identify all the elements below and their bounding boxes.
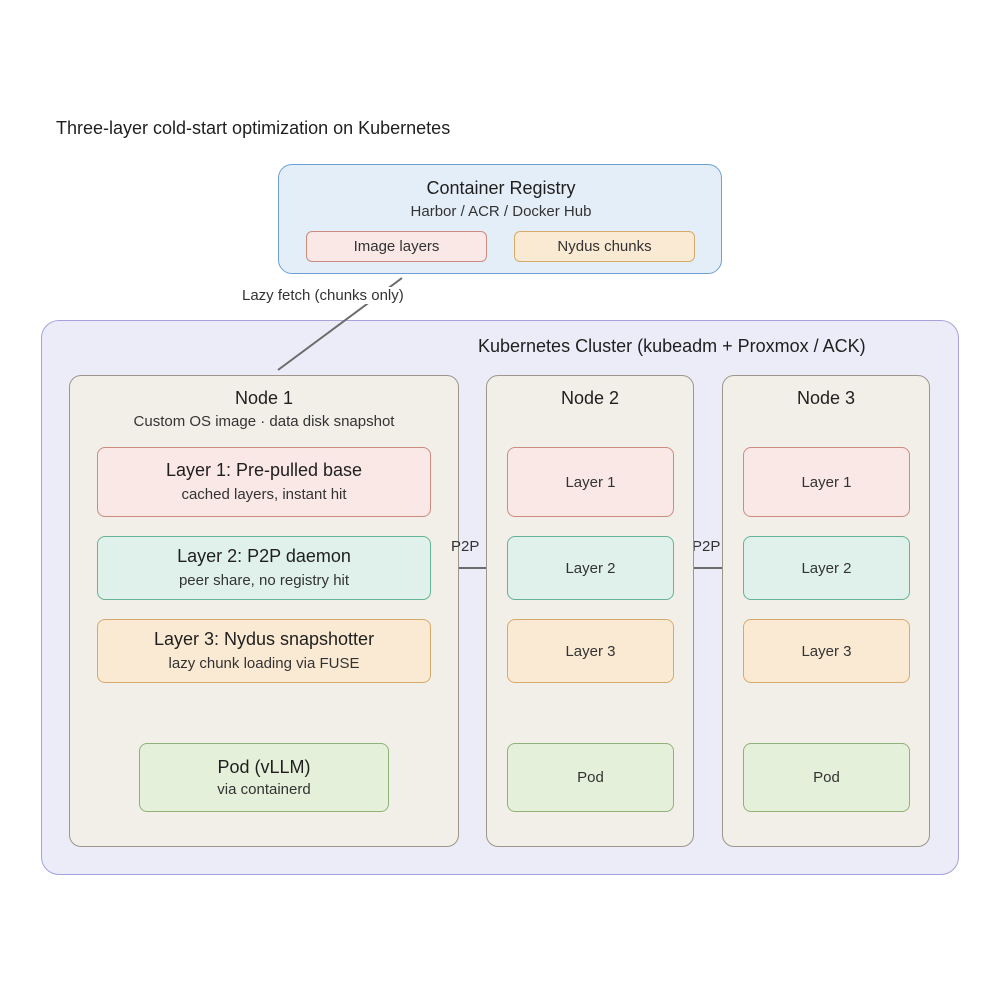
- node-3-title: Node 3: [796, 388, 856, 408]
- node-2-pod-label: Pod: [577, 769, 604, 786]
- node-2-layer-3: Layer 3: [507, 619, 674, 683]
- node-1-pod-subtitle: via containerd: [217, 780, 311, 798]
- node-2-layer-1: Layer 1: [507, 447, 674, 517]
- diagram-title: Three-layer cold-start optimization on K…: [56, 118, 451, 138]
- node-1-layer-1-subtitle: cached layers, instant hit: [181, 486, 347, 503]
- lazy-fetch-label: Lazy fetch (chunks only): [242, 287, 404, 304]
- node-1-title: Node 1: [234, 388, 294, 408]
- node-2-pod: Pod: [507, 743, 674, 812]
- node-1-layer-2-subtitle: peer share, no registry hit: [178, 572, 350, 589]
- container-registry: Container Registry Harbor / ACR / Docker…: [278, 164, 722, 274]
- node-1-subtitle: Custom OS image · data disk snapshot: [133, 413, 395, 430]
- node-3-layer-2-label: Layer 2: [801, 559, 852, 577]
- cluster-title: Kubernetes Cluster (kubeadm + Proxmox / …: [478, 336, 866, 356]
- p2p-label-1: P2P: [451, 538, 480, 555]
- nydus-chunks-chip: Nydus chunks: [514, 231, 695, 262]
- node-3-pod-label: Pod: [813, 769, 840, 786]
- node-3-layer-1-label: Layer 1: [801, 473, 852, 491]
- registry-title: Container Registry: [426, 178, 576, 198]
- p2p-label-2: P2P: [692, 538, 721, 555]
- node-1-layer-3: Layer 3: Nydus snapshotter lazy chunk lo…: [97, 619, 431, 683]
- node-3-layer-3: Layer 3: [743, 619, 910, 683]
- node-2-layer-2-label: Layer 2: [565, 559, 616, 577]
- node-1-layer-1-title: Layer 1: Pre-pulled base: [165, 460, 363, 480]
- node-1-layer-1: Layer 1: Pre-pulled base cached layers, …: [97, 447, 431, 517]
- node-1-layer-3-title: Layer 3: Nydus snapshotter: [153, 629, 375, 649]
- node-3-layer-1: Layer 1: [743, 447, 910, 517]
- node-2-layer-2: Layer 2: [507, 536, 674, 600]
- node-2-title: Node 2: [560, 388, 620, 408]
- node-1-pod: Pod (vLLM) via containerd: [139, 743, 389, 812]
- image-layers-chip: Image layers: [306, 231, 487, 262]
- node-2-layer-1-label: Layer 1: [565, 473, 616, 491]
- node-1-layer-3-subtitle: lazy chunk loading via FUSE: [168, 655, 360, 672]
- node-1-layer-2-title: Layer 2: P2P daemon: [177, 546, 351, 566]
- registry-subtitle: Harbor / ACR / Docker Hub: [410, 203, 592, 220]
- node-1-layer-2: Layer 2: P2P daemon peer share, no regis…: [97, 536, 431, 600]
- node-3-layer-3-label: Layer 3: [801, 642, 852, 660]
- node-1-pod-title: Pod (vLLM): [217, 756, 311, 777]
- node-3-layer-2: Layer 2: [743, 536, 910, 600]
- node-2-layer-3-label: Layer 3: [565, 642, 616, 660]
- node-3-pod: Pod: [743, 743, 910, 812]
